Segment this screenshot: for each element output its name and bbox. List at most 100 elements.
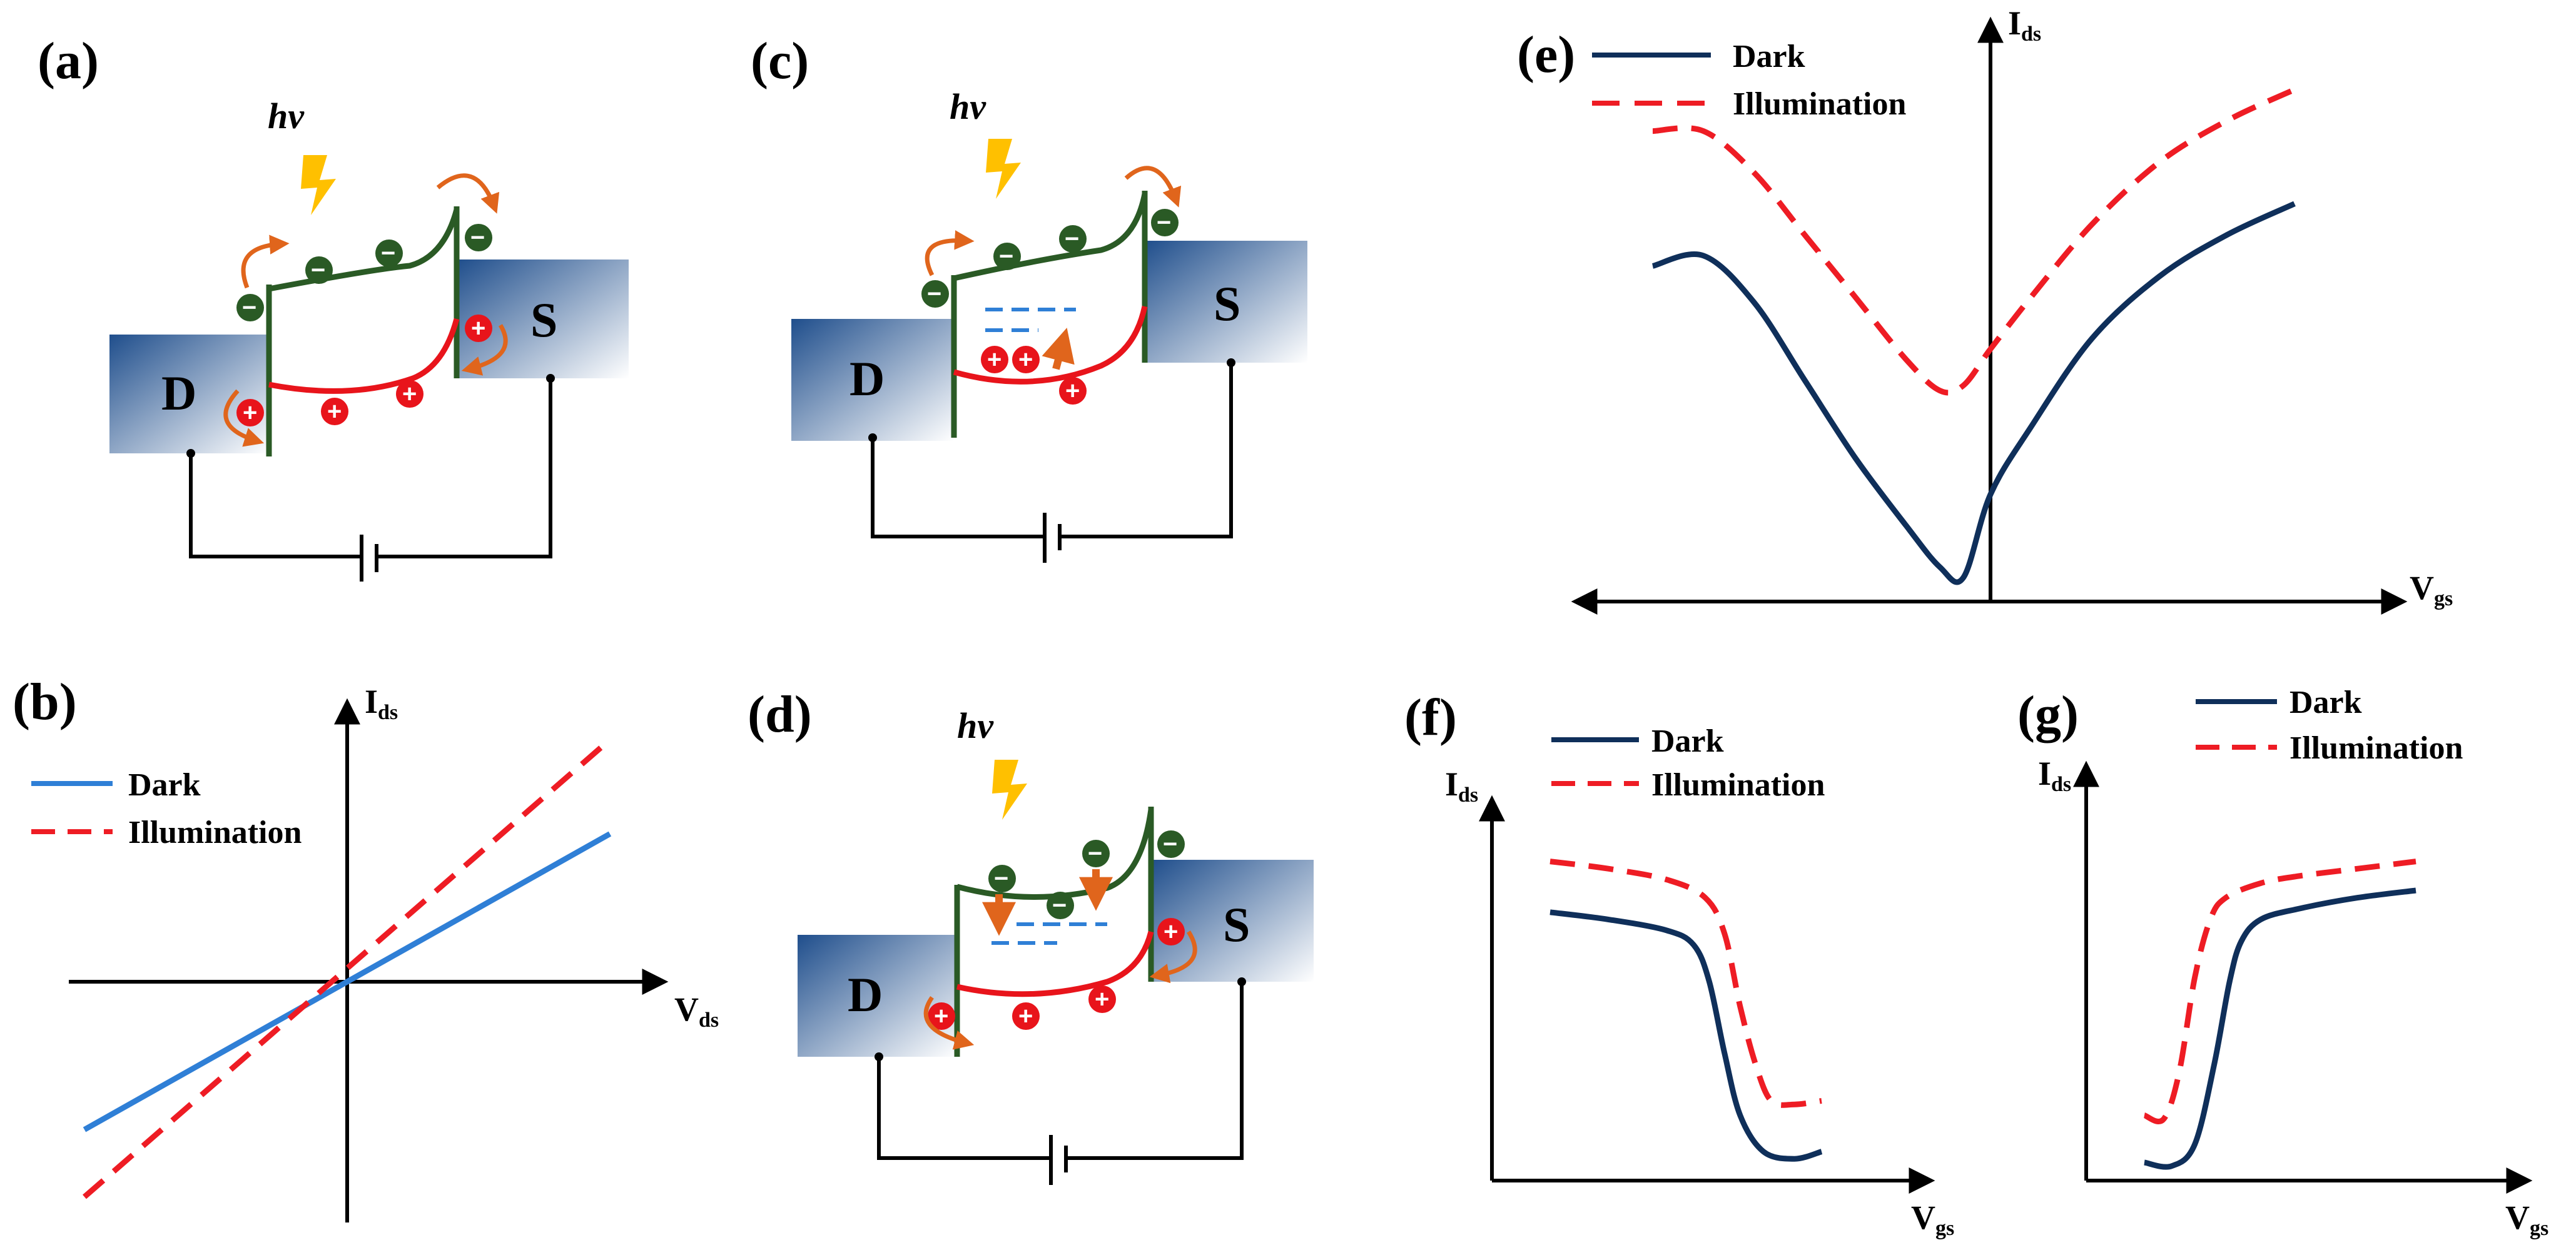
- panel-label-b: (b): [13, 673, 77, 731]
- iv-plot-b: Ids Vds Dark Illumination: [31, 683, 719, 1222]
- legend-illumination-label: Illumination: [2289, 730, 2463, 766]
- x-axis-label: Vgs: [2410, 569, 2453, 610]
- wire: [871, 363, 1233, 538]
- svg-text:+: +: [1018, 346, 1033, 373]
- series-illumination-line: [1549, 859, 1822, 1108]
- legend-illumination-label: Illumination: [1651, 767, 1825, 803]
- svg-text:+: +: [471, 315, 485, 342]
- panel-label-e: (e): [1517, 26, 1575, 84]
- terminal-dot: [868, 433, 877, 442]
- transfer-plot-g: Ids Vgs Dark Illumination: [2038, 685, 2548, 1240]
- svg-text:−: −: [1065, 225, 1079, 253]
- series-layer: [1651, 87, 2296, 585]
- series-dark-line: [1651, 201, 2296, 585]
- transfer-arrows: [223, 173, 508, 447]
- drain-label: D: [848, 967, 883, 1022]
- svg-text:+: +: [1095, 985, 1109, 1013]
- y-axis-label: Ids: [1445, 765, 1478, 807]
- valence-band: [268, 318, 460, 394]
- wire: [189, 378, 552, 558]
- transfer-plot-f: Ids Vgs Dark Illumination: [1445, 723, 1954, 1240]
- legend-dark-label: Dark: [1733, 39, 1805, 74]
- legend-dark-label: Dark: [1651, 723, 1724, 759]
- conduction-band: [956, 809, 1154, 900]
- transfer-plot-e: Ids Vgs Dark Illumination: [1571, 4, 2453, 615]
- wire: [877, 982, 1244, 1160]
- svg-text:−: −: [1088, 840, 1102, 867]
- terminal-dot: [1237, 977, 1246, 986]
- trap-states: [985, 308, 1076, 332]
- source-label: S: [530, 293, 557, 347]
- holes: + + + +: [928, 918, 1185, 1030]
- svg-text:−: −: [1163, 830, 1177, 858]
- legend-illumination-label: Illumination: [1733, 86, 1906, 122]
- svg-text:−: −: [470, 224, 485, 251]
- valence-band: [956, 930, 1154, 997]
- series-layer: [83, 737, 612, 1199]
- transfer-arrows: [923, 869, 1197, 1050]
- photon-label: hv: [957, 705, 994, 746]
- band-diagram-c: D S hv − − − − + + +: [791, 86, 1307, 563]
- series-layer: [1549, 859, 1823, 1162]
- holes: + + + +: [236, 315, 492, 426]
- legend-illumination-label: Illumination: [128, 815, 302, 850]
- svg-text:−: −: [994, 865, 1008, 892]
- terminal-dot: [186, 449, 195, 458]
- drain-electrode: [791, 319, 954, 441]
- terminal-dot: [546, 374, 555, 383]
- x-axis-label: Vgs: [1911, 1199, 1954, 1240]
- series-dark-line: [83, 831, 612, 1132]
- series-illumination-line: [2143, 859, 2416, 1124]
- panel-label-a: (a): [38, 32, 99, 90]
- x-axis-label: Vds: [674, 990, 719, 1032]
- lightning-bolt-icon: [301, 155, 336, 215]
- svg-text:+: +: [243, 399, 257, 426]
- panel-label-d: (d): [748, 685, 812, 743]
- source-label: S: [1223, 897, 1250, 952]
- svg-text:−: −: [311, 256, 325, 284]
- y-axis-label: Ids: [2008, 4, 2041, 46]
- lightning-bolt-icon: [986, 139, 1021, 199]
- holes: + + +: [981, 346, 1087, 405]
- valence-band: [953, 306, 1148, 385]
- y-axis-label: Ids: [365, 683, 398, 724]
- svg-text:+: +: [934, 1002, 948, 1030]
- svg-text:+: +: [1018, 1002, 1033, 1030]
- panel-label-c: (c): [751, 32, 809, 90]
- svg-text:+: +: [327, 398, 342, 425]
- electrons: − − − −: [988, 830, 1185, 919]
- legend-dark-label: Dark: [128, 767, 201, 803]
- source-electrode: [1145, 241, 1307, 363]
- svg-text:+: +: [1065, 377, 1080, 405]
- svg-text:+: +: [1164, 918, 1178, 945]
- series-illumination-line: [1652, 87, 2296, 396]
- source-label: S: [1214, 276, 1240, 331]
- conduction-band: [953, 193, 1148, 281]
- trap-states: [991, 922, 1107, 945]
- drain-label: D: [161, 366, 196, 420]
- band-diagram-d: D S hv − − − − + + + +: [798, 705, 1314, 1185]
- svg-text:+: +: [987, 346, 1001, 373]
- photon-label: hv: [950, 86, 986, 127]
- series-layer: [2143, 859, 2416, 1170]
- conduction-band: [268, 208, 460, 292]
- x-axis-label: Vgs: [2505, 1199, 2548, 1240]
- drain-electrode: [798, 935, 957, 1057]
- band-diagram-a: D S hv − − − − + + + +: [109, 96, 629, 582]
- drain-label: D: [849, 351, 885, 406]
- svg-text:−: −: [927, 280, 941, 308]
- series-dark-line: [1549, 909, 1823, 1162]
- series-dark-line: [2144, 887, 2416, 1170]
- photon-label: hv: [268, 96, 305, 136]
- panel-label-g: (g): [2017, 685, 2079, 743]
- y-axis-label: Ids: [2038, 755, 2071, 796]
- svg-text:−: −: [242, 294, 256, 321]
- svg-text:−: −: [381, 239, 395, 267]
- transfer-arrows: [925, 166, 1182, 370]
- svg-text:−: −: [1157, 209, 1171, 236]
- svg-text:−: −: [999, 243, 1013, 270]
- terminal-dot: [875, 1052, 883, 1061]
- legend-dark-label: Dark: [2289, 685, 2362, 720]
- electrons: − − − −: [236, 224, 492, 321]
